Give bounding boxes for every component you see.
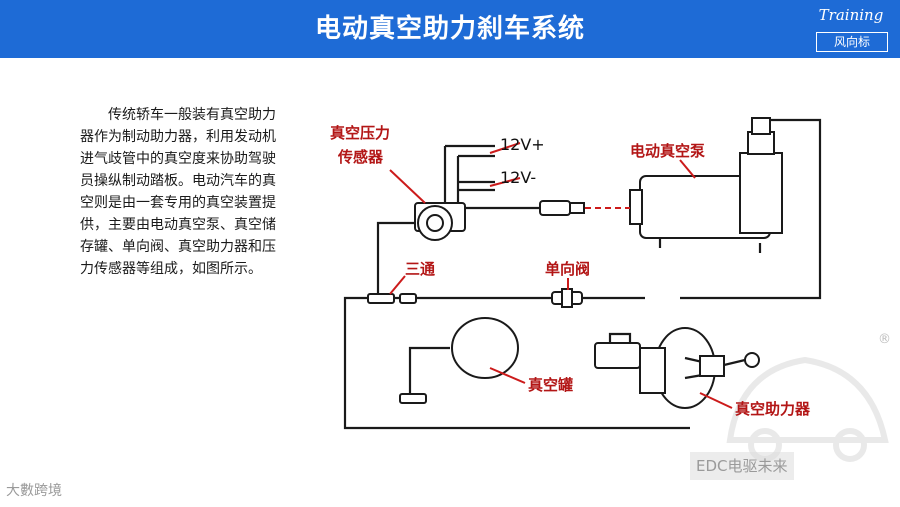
vacuum-tank: [451, 317, 519, 379]
logo-badge: 风向标: [816, 32, 888, 52]
three-way-label: 三通: [405, 260, 435, 278]
registered-mark-icon: ®: [878, 332, 891, 347]
tank-label-arrow: [489, 367, 526, 384]
check-valve: [551, 288, 583, 308]
check-valve-label: 单向阀: [545, 260, 590, 278]
three-way-tee: [367, 293, 395, 304]
description-paragraph: 传统轿车一般装有真空助力器作为制动助力器，利用发动机进气歧管中的真空度来协助驾驶…: [80, 107, 276, 277]
vacuum-pump-label: 电动真空泵: [630, 142, 705, 160]
pressure-sensor-label-2: 传感器: [337, 148, 384, 166]
pump-label-arrow: [679, 159, 696, 179]
logo-wordmark: Training: [818, 6, 884, 24]
pressure-sensor: [414, 144, 585, 241]
electric-vacuum-pump: [629, 117, 783, 253]
vacuum-brake-diagram: 真空压力 传感器 12V+ 12V- 电动真空泵 三通 单向阀 真空罐 真空助力…: [330, 117, 822, 430]
brand-logo: Training 风向标: [812, 6, 890, 52]
sensor-label-arrow: [389, 169, 426, 204]
vacuum-booster-label: 真空助力器: [735, 400, 811, 418]
voltage-minus-label: 12V-: [500, 168, 536, 187]
tank-tee: [399, 393, 427, 404]
sensor-to-tee-line: [376, 221, 415, 298]
vacuum-tank-label: 真空罐: [528, 376, 573, 394]
voltage-plus-label: 12V+: [500, 135, 545, 154]
tank-branch-line: [408, 346, 450, 398]
vacuum-booster: [594, 327, 760, 409]
source-watermark: 大數跨境: [6, 483, 62, 499]
page-title: 电动真空助力刹车系统: [314, 14, 585, 44]
channel-watermark: EDC电驱未来: [690, 452, 794, 480]
booster-label-arrow: [699, 392, 733, 409]
title-bar: 电动真空助力刹车系统 Training 风向标: [0, 0, 900, 58]
tee-label-arrow: [389, 275, 406, 295]
vacuum-line-loop: [343, 233, 822, 430]
pressure-sensor-label-1: 真空压力: [330, 124, 390, 142]
